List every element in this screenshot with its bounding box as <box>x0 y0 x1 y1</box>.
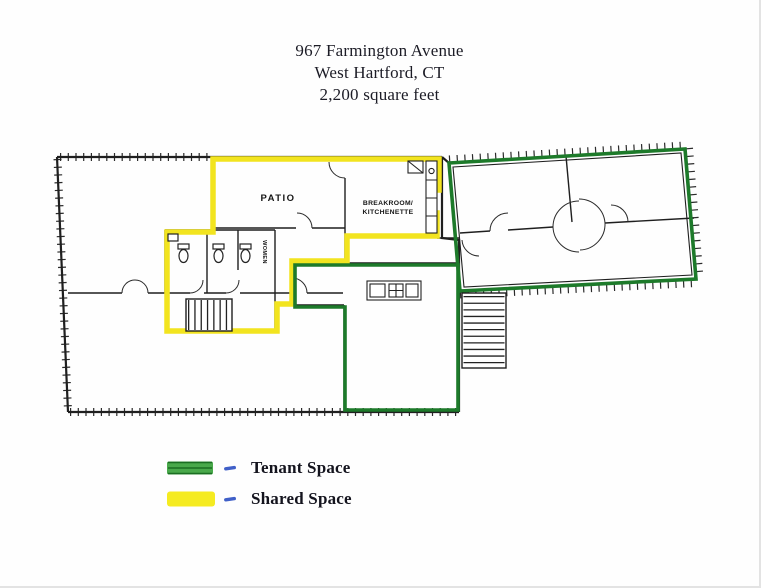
legend: Tenant Space Shared Space <box>167 458 352 521</box>
breakroom-fixtures <box>407 160 438 234</box>
legend-item-tenant: Tenant Space <box>167 458 352 477</box>
tenant-swatch-stripes <box>168 461 212 475</box>
sink-icon <box>167 233 179 242</box>
title-sqft: 2,200 square feet <box>319 85 440 104</box>
stairs-left <box>185 298 233 332</box>
shared-dash-icon <box>224 496 236 502</box>
kitchen-counter <box>366 280 422 301</box>
toilet-icon <box>212 243 225 264</box>
legend-label-shared: Shared Space <box>251 489 352 508</box>
legend-label-tenant: Tenant Space <box>251 458 351 477</box>
restroom-fixtures <box>167 233 252 264</box>
women-label: WOMEN <box>261 240 267 264</box>
window-hatches <box>53 141 704 416</box>
tenant-space-outline-middle <box>293 263 460 412</box>
tenant-swatch <box>167 461 236 475</box>
toilet-icon <box>177 243 190 264</box>
title-block: 967 Farmington Avenue West Hartford, CT … <box>0 40 759 106</box>
patio-label: PATIO <box>260 193 295 204</box>
stairs-right <box>461 292 507 369</box>
wing-walls <box>452 152 695 288</box>
shared-swatch <box>167 491 236 507</box>
title-city: West Hartford, CT <box>314 63 445 82</box>
door-arcs <box>121 161 629 294</box>
title-address: 967 Farmington Avenue <box>295 41 464 60</box>
breakroom-label-line2: KITCHENETTE <box>363 209 414 216</box>
tenant-dash-icon <box>224 465 236 471</box>
toilet-icon <box>239 243 252 264</box>
breakroom-label-line1: BREAKROOM/ <box>363 200 413 207</box>
shared-swatch-fill <box>167 491 215 507</box>
tenant-space-outline-wing <box>447 147 698 293</box>
legend-item-shared: Shared Space <box>167 489 352 508</box>
